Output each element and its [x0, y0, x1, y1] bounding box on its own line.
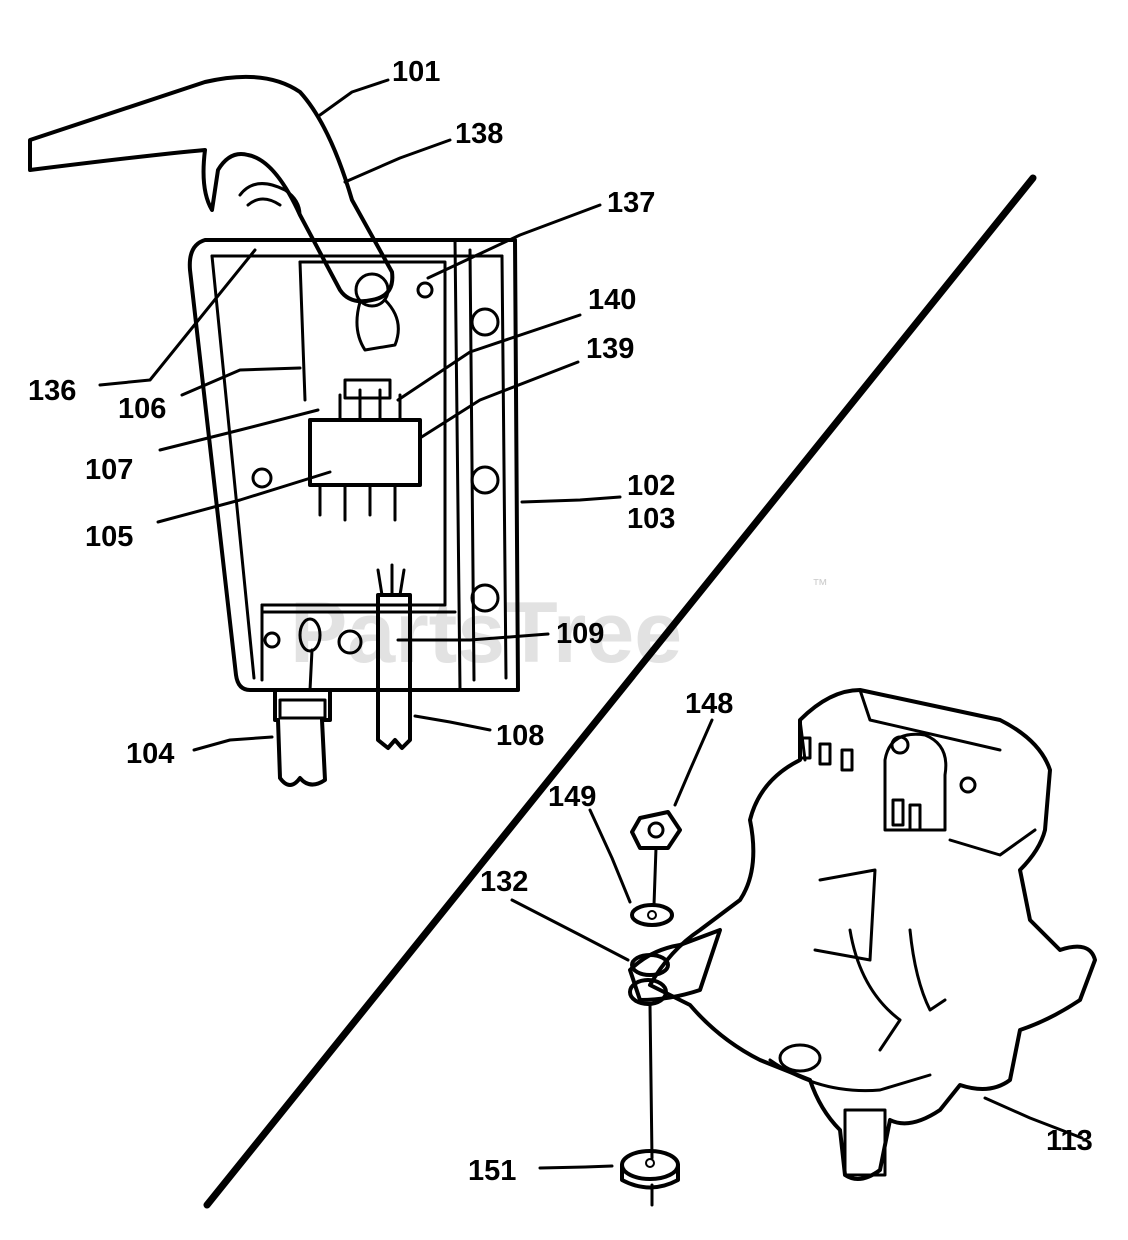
callout-138: 138 — [455, 118, 503, 150]
callout-137: 137 — [607, 187, 655, 219]
divider-line — [203, 174, 1037, 1209]
callout-107: 107 — [85, 454, 133, 486]
callout-108: 108 — [496, 720, 544, 752]
engine-assembly — [620, 688, 1097, 1207]
housing-plate — [187, 238, 520, 692]
callout-labels: 101 138 137 140 139 136 106 107 105 102 … — [28, 56, 1093, 1187]
washer-149 — [630, 903, 674, 927]
callout-101: 101 — [392, 56, 440, 88]
callout-103: 103 — [627, 503, 675, 535]
callout-102: 102 — [627, 470, 675, 502]
callout-113: 113 — [1046, 1125, 1093, 1157]
connector-104 — [273, 688, 332, 787]
callout-136: 136 — [28, 375, 76, 407]
watermark-text: PartsTree — [290, 585, 682, 681]
switch-105 — [308, 418, 422, 487]
callout-149: 149 — [548, 781, 596, 813]
grommet-132 — [630, 953, 670, 977]
callout-109: 109 — [556, 618, 604, 650]
nut-148 — [630, 810, 682, 850]
switch-housing-assembly — [28, 74, 520, 787]
callout-105: 105 — [85, 521, 133, 553]
callout-104: 104 — [126, 738, 174, 770]
callout-139: 139 — [586, 333, 634, 365]
leader-lines-upper — [98, 78, 622, 752]
handle-101 — [28, 74, 395, 304]
isolator-151 — [620, 1149, 680, 1181]
callout-140: 140 — [588, 284, 636, 316]
callout-106: 106 — [118, 393, 166, 425]
callout-148: 148 — [685, 688, 733, 720]
cable-108 — [376, 593, 412, 750]
callout-151: 151 — [468, 1155, 516, 1187]
watermark-trademark: ™ — [812, 577, 828, 594]
leader-lines-lower — [510, 718, 1084, 1170]
engine-113 — [648, 688, 1097, 1181]
callout-132: 132 — [480, 866, 528, 898]
